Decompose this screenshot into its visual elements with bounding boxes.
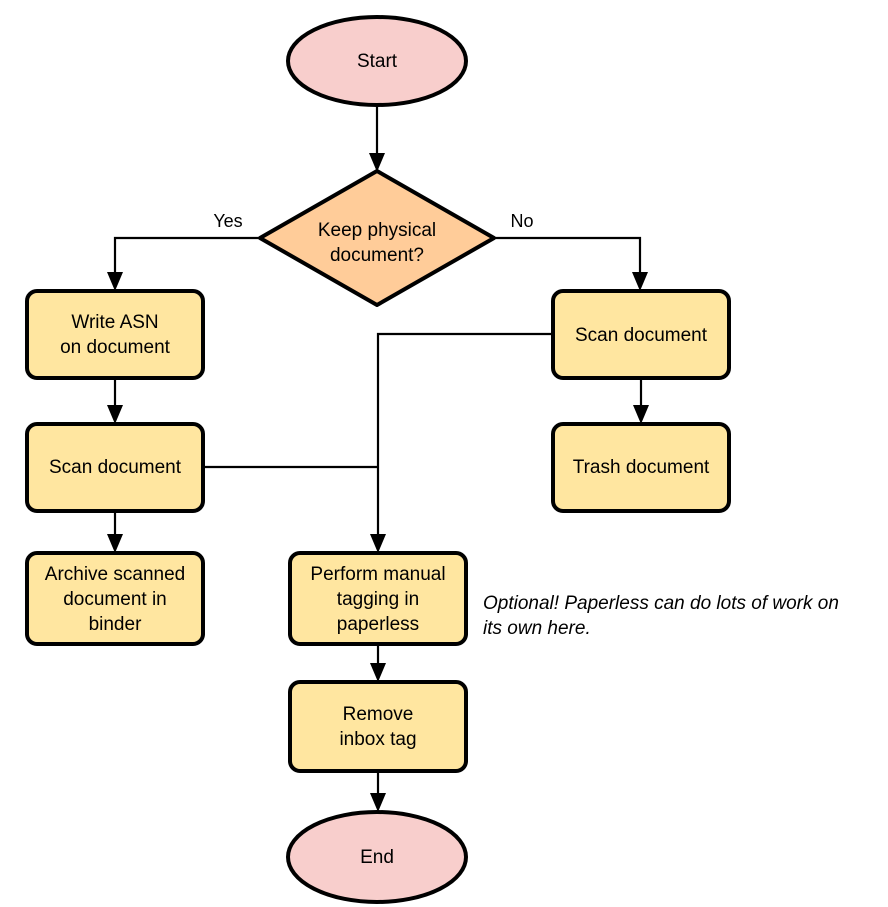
edge-tagging-to-remove-inbox	[370, 644, 386, 682]
archive-label-line-1: Archive scanned	[45, 564, 185, 585]
trash-document-box[interactable]	[551, 422, 731, 513]
edge-remove-inbox-to-end	[370, 771, 386, 812]
decision-label-line-1: Keep physical	[318, 220, 436, 241]
end-label: End	[360, 847, 394, 868]
scan-document-right-box[interactable]	[551, 289, 731, 380]
decision-diamond[interactable]	[258, 169, 496, 307]
remove-inbox-tag-box[interactable]	[288, 680, 468, 773]
optional-note-line-1: Optional! Paperless can do lots of work …	[483, 593, 839, 614]
start-label: Start	[357, 51, 398, 72]
node-write-asn-on-document[interactable]: Write ASN on document	[25, 289, 205, 380]
edge-start-to-decision	[369, 105, 385, 172]
node-archive-scanned-document[interactable]: Archive scanned document in binder	[25, 551, 205, 646]
arrow-head-icon	[370, 663, 386, 682]
node-start[interactable]: Start	[286, 15, 468, 107]
scan-document-left-box[interactable]	[25, 422, 205, 513]
write-asn-box[interactable]	[25, 289, 205, 380]
edge-scan-right-to-trash	[633, 378, 649, 424]
end-ellipse[interactable]	[286, 810, 468, 904]
arrow-head-icon	[369, 153, 385, 172]
edge-decision-no-to-scan-right: No	[494, 211, 648, 291]
node-scan-document-left[interactable]: Scan document	[25, 422, 205, 513]
edge-label-yes: Yes	[213, 211, 242, 231]
tagging-label-line-1: Perform manual	[310, 564, 445, 585]
optional-note-line-2: its own here.	[483, 618, 591, 639]
edge-write-asn-to-scan-left	[107, 378, 123, 424]
arrow-head-icon	[107, 272, 123, 291]
arrow-head-icon	[633, 405, 649, 424]
write-asn-label-line-2: on document	[60, 337, 171, 358]
archive-label-line-2: document in	[63, 589, 167, 610]
node-end[interactable]: End	[286, 810, 468, 904]
arrow-head-icon	[107, 534, 123, 553]
node-perform-manual-tagging[interactable]: Perform manual tagging in paperless	[288, 551, 468, 646]
remove-inbox-label-line-2: inbox tag	[339, 729, 416, 750]
trash-document-label: Trash document	[573, 457, 710, 478]
edge-label-no: No	[510, 211, 533, 231]
archive-label-line-3: binder	[89, 614, 142, 635]
edge-decision-yes-to-write-asn: Yes	[107, 211, 260, 291]
start-ellipse[interactable]	[286, 15, 468, 107]
edge-line	[113, 236, 260, 282]
node-trash-document[interactable]: Trash document	[551, 422, 731, 513]
connector-layer: Yes No	[107, 105, 649, 812]
node-remove-inbox-tag[interactable]: Remove inbox tag	[288, 680, 468, 773]
edge-scan-left-to-archive	[107, 511, 123, 553]
remove-inbox-label-line-1: Remove	[343, 704, 414, 725]
archive-box[interactable]	[25, 551, 205, 646]
tagging-label-line-2: tagging in	[337, 589, 419, 610]
edge-line	[494, 236, 642, 282]
node-scan-document-right[interactable]: Scan document	[551, 289, 731, 380]
tagging-box[interactable]	[288, 551, 468, 646]
arrow-head-icon	[370, 534, 386, 553]
scan-document-left-label: Scan document	[49, 457, 182, 478]
arrow-head-icon	[632, 272, 648, 291]
scan-document-right-label: Scan document	[575, 325, 708, 346]
node-decision-keep-physical-document[interactable]: Keep physical document?	[258, 169, 496, 307]
arrow-head-icon	[107, 405, 123, 424]
annotation-optional-note: Optional! Paperless can do lots of work …	[483, 593, 839, 639]
arrow-head-icon	[370, 793, 386, 812]
edge-scan-right-to-tagging	[370, 332, 553, 553]
decision-label-line-2: document?	[330, 245, 424, 266]
write-asn-label-line-1: Write ASN	[71, 312, 158, 333]
edge-line	[376, 332, 553, 544]
tagging-label-line-3: paperless	[337, 614, 419, 635]
